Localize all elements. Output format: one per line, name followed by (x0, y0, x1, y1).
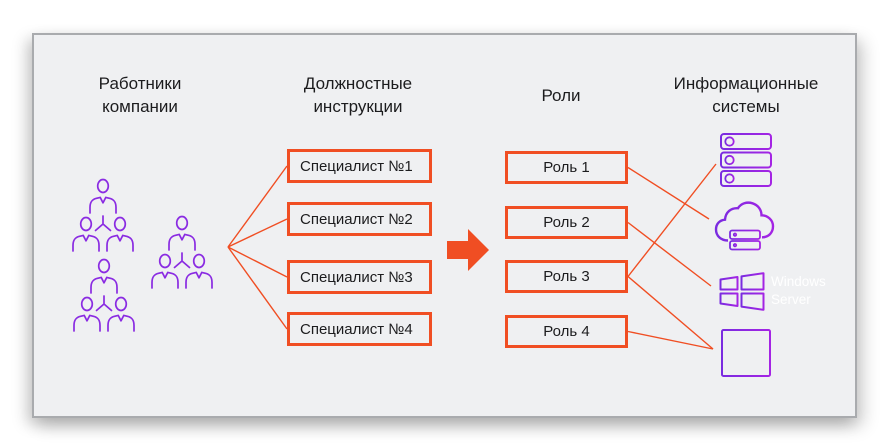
team-icon (73, 180, 133, 252)
code-window-icon (721, 329, 771, 377)
cloud-server-icon (714, 201, 775, 251)
arrow-right-icon (447, 229, 489, 271)
role-system-connector-lines (627, 163, 717, 350)
team-icon (152, 217, 212, 289)
role-box-2: Роль 2 (505, 206, 628, 239)
team-icon (74, 260, 134, 332)
header-information-systems: Информационные системы (673, 74, 819, 116)
job-box-specialist-3: Специалист №3 (287, 260, 432, 294)
role-box-1: Роль 1 (505, 151, 628, 184)
job-box-specialist-4: Специалист №4 (287, 312, 432, 346)
server-stack-icon (720, 133, 772, 187)
header-job-descriptions: Должностные инструкции (303, 74, 413, 116)
fan-connector-lines (227, 165, 288, 330)
windows-server-label: Windows Server (771, 274, 826, 307)
job-box-specialist-2: Специалист №2 (287, 202, 432, 236)
windows-logo-icon (719, 272, 765, 311)
role-box-4: Роль 4 (505, 315, 628, 348)
diagram-panel (32, 33, 857, 418)
header-employees: Работники компании (98, 74, 182, 116)
job-box-specialist-1: Специалист №1 (287, 149, 432, 183)
header-roles: Роли (541, 86, 581, 105)
role-box-3: Роль 3 (505, 260, 628, 293)
